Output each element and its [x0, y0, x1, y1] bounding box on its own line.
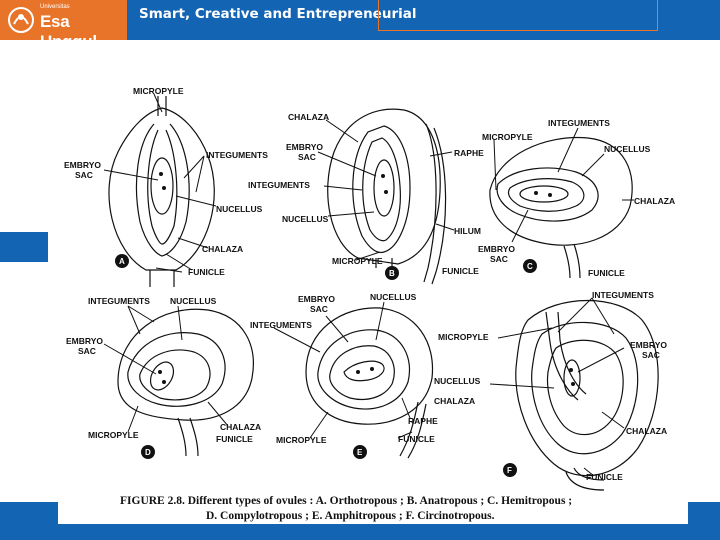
- ovule-f: F INTEGUMENTS MICROPYLE EMBRYO SAC NUCEL…: [434, 290, 667, 491]
- figure-caption-line-1: FIGURE 2.8. Different types of ovules : …: [120, 495, 572, 507]
- ovule-e: E EMBRYO SAC NUCELLUS INTEGUMENTS RAPHE …: [250, 292, 438, 459]
- ovule-a: A MICROPYLE EMBRYO SAC INTEGUMENTS NUCEL…: [64, 86, 268, 287]
- header-outline-box: [378, 0, 658, 31]
- logo-text: Esa Unggul: [40, 12, 97, 51]
- label-a-micropyle: MICROPYLE: [133, 86, 184, 96]
- label-d-sac: SAC: [78, 346, 96, 356]
- label-b-integuments: INTEGUMENTS: [248, 180, 310, 190]
- label-a-sac: SAC: [75, 170, 93, 180]
- panel-marker-b: [385, 266, 399, 280]
- label-b-raphe: RAPHE: [454, 148, 484, 158]
- panel-letter-e: E: [357, 448, 363, 457]
- panel-marker-e: [353, 445, 367, 459]
- label-f-funicle: FUNICLE: [586, 472, 623, 482]
- label-b-funicle: FUNICLE: [442, 266, 479, 276]
- panel-marker-d: [141, 445, 155, 459]
- ovule-d: D INTEGUMENTS NUCELLUS EMBRYO SAC MICROP…: [66, 296, 261, 459]
- ovule-c: C INTEGUMENTS MICROPYLE NUCELLUS CHALAZA…: [478, 118, 675, 279]
- label-a-embryo: EMBRYO: [64, 160, 101, 170]
- label-c-integuments: INTEGUMENTS: [548, 118, 610, 128]
- panel-marker-c: [523, 259, 537, 273]
- label-d-nucellus: NUCELLUS: [170, 296, 217, 306]
- label-b-sac: SAC: [298, 152, 316, 162]
- university-label: Universitas: [40, 4, 70, 10]
- label-a-integuments: INTEGUMENTS: [206, 150, 268, 160]
- panel-letter-a: A: [119, 257, 125, 266]
- figure-caption-line-2: D. Compylotropous ; E. Amphitropous ; F.…: [206, 510, 495, 522]
- panel-letter-f: F: [507, 466, 512, 475]
- label-f-chalaza-inner: CHALAZA: [434, 396, 475, 406]
- label-e-raphe: RAPHE: [408, 416, 438, 426]
- label-c-nucellus: NUCELLUS: [604, 144, 651, 154]
- panel-letter-c: C: [527, 262, 533, 271]
- logo: Universitas Esa Unggul: [0, 0, 127, 51]
- header-bar: Universitas Esa Unggul Smart, Creative a…: [0, 0, 720, 51]
- label-c-funicle: FUNICLE: [588, 268, 625, 278]
- label-c-chalaza: CHALAZA: [634, 196, 675, 206]
- label-f-integuments: INTEGUMENTS: [592, 290, 654, 300]
- label-e-sac: SAC: [310, 304, 328, 314]
- label-d-funicle: FUNICLE: [216, 434, 253, 444]
- panel-marker-a: [115, 254, 129, 268]
- ovule-b: B CHALAZA EMBRYO SAC INTEGUMENTS NUCELLU…: [248, 108, 484, 285]
- label-a-funicle: FUNICLE: [188, 267, 225, 277]
- label-e-integuments: INTEGUMENTS: [250, 320, 312, 330]
- label-d-micropyle: MICROPYLE: [88, 430, 139, 440]
- label-e-micropyle: MICROPYLE: [276, 435, 327, 445]
- panel-letter-d: D: [145, 448, 151, 457]
- label-b-embryo: EMBRYO: [286, 142, 323, 152]
- label-d-integuments: INTEGUMENTS: [88, 296, 150, 306]
- label-b-hilum: HILUM: [454, 226, 481, 236]
- label-b-chalaza: CHALAZA: [288, 112, 329, 122]
- label-d-chalaza: CHALAZA: [220, 422, 261, 432]
- label-f-nucellus: NUCELLUS: [434, 376, 481, 386]
- tagline: Smart, Creative and Entrepreneurial: [139, 6, 417, 22]
- ovule-figure: A MICROPYLE EMBRYO SAC INTEGUMENTS NUCEL…: [58, 72, 688, 524]
- label-b-micropyle: MICROPYLE: [332, 256, 383, 266]
- label-f-embryo: EMBRYO: [630, 340, 667, 350]
- label-f-micropyle: MICROPYLE: [438, 332, 489, 342]
- label-d-embryo: EMBRYO: [66, 336, 103, 346]
- label-c-micropyle: MICROPYLE: [482, 132, 533, 142]
- panel-letter-b: B: [389, 269, 395, 278]
- label-c-sac: SAC: [490, 254, 508, 264]
- panel-marker-f: [503, 463, 517, 477]
- label-a-chalaza: CHALAZA: [202, 244, 243, 254]
- label-b-nucellus: NUCELLUS: [282, 214, 329, 224]
- label-a-nucellus: NUCELLUS: [216, 204, 263, 214]
- label-e-funicle: FUNICLE: [398, 434, 435, 444]
- label-e-nucellus: NUCELLUS: [370, 292, 417, 302]
- label-f-sac: SAC: [642, 350, 660, 360]
- label-c-embryo: EMBRYO: [478, 244, 515, 254]
- logo-emblem-icon: [8, 7, 34, 33]
- label-e-embryo: EMBRYO: [298, 294, 335, 304]
- ovule-diagram: A MICROPYLE EMBRYO SAC INTEGUMENTS NUCEL…: [64, 86, 675, 522]
- label-f-chalaza: CHALAZA: [626, 426, 667, 436]
- side-band: [0, 232, 48, 262]
